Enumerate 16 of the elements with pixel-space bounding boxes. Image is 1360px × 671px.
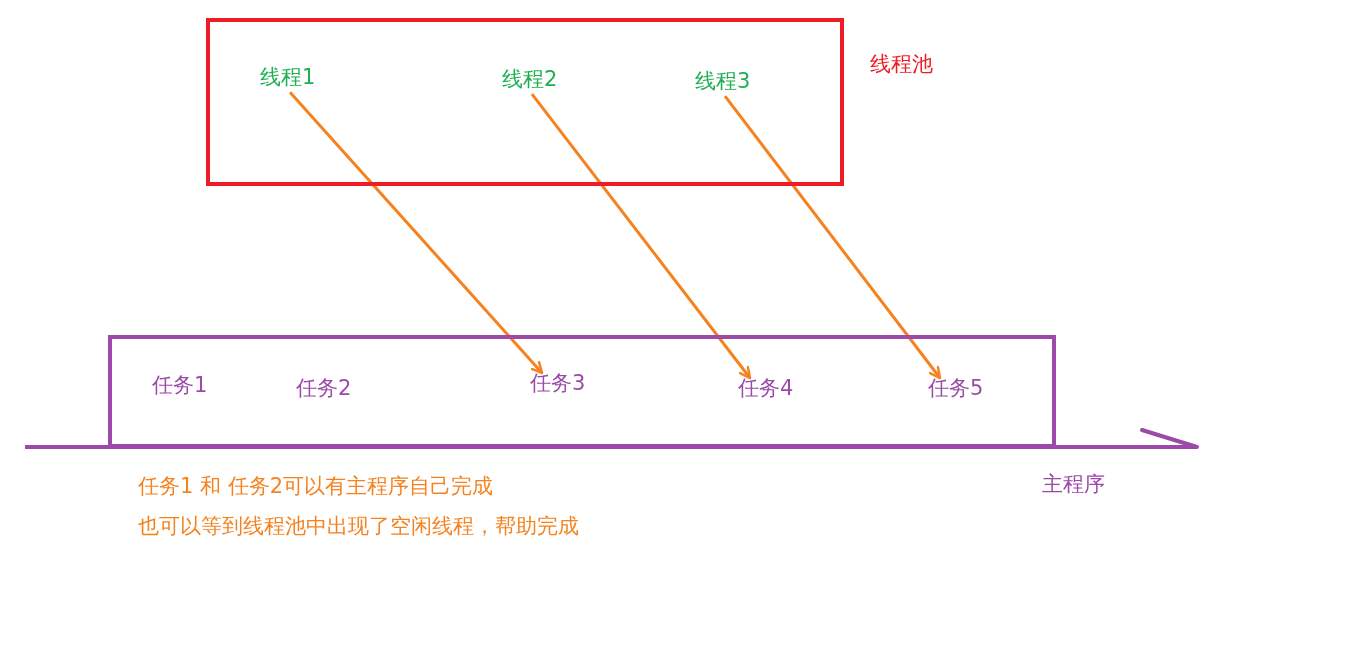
arrow [288,91,544,375]
thread-label: 线程3 [695,69,751,95]
arrow [530,93,752,380]
note-text: 任务1 和 任务2可以有主程序自己完成 [138,474,494,500]
main-program-label: 主程序 [1042,472,1105,498]
task-label: 任务4 [738,376,794,402]
task-box [108,335,1056,448]
task-label: 任务5 [928,376,984,402]
task-label: 任务1 [152,373,208,399]
thread-label: 线程2 [502,67,558,93]
note-text: 也可以等到线程池中出现了空闲线程，帮助完成 [138,514,579,540]
task-label: 任务2 [296,376,352,402]
arrow [723,95,942,380]
thread-label: 线程1 [260,65,316,91]
pool-heading: 线程池 [870,51,933,78]
task-label: 任务3 [530,371,586,397]
